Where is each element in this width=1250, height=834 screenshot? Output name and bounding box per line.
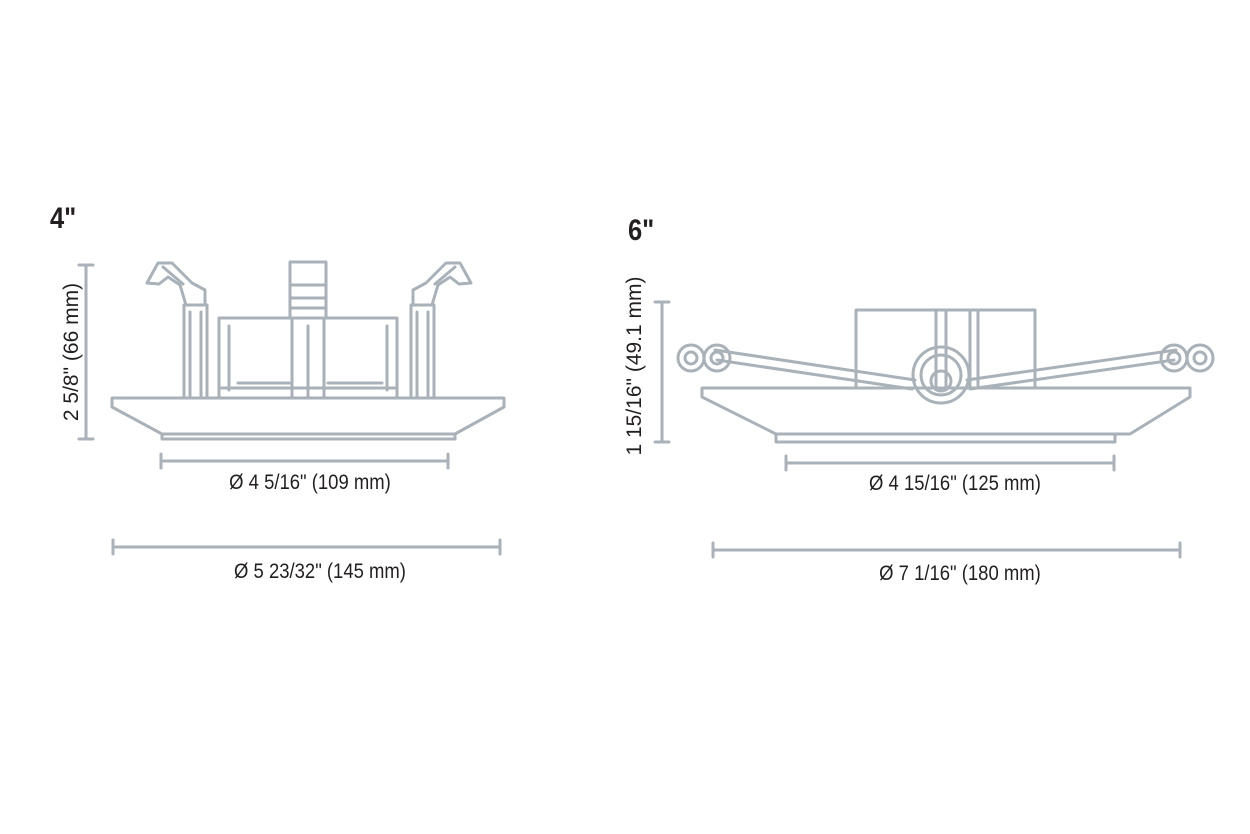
fixture-4in-title: 4"	[50, 202, 77, 235]
fixture-6in-height-label: 1 15/16" (49.1 mm)	[623, 276, 646, 456]
fixture-6in-dimensions	[653, 300, 1182, 559]
fixture-4in-outer-diameter-label: Ø 5 23/32" (145 mm)	[234, 560, 406, 583]
fixture-4in-drawing	[110, 260, 506, 441]
fixture-6in-drawing	[676, 308, 1215, 444]
fixture-4in-dimensions	[77, 263, 502, 556]
fixture-6in-outer-diameter-label: Ø 7 1/16" (180 mm)	[879, 562, 1041, 585]
fixture-4in-height-label: 2 5/8" (66 mm)	[60, 282, 83, 422]
fixture-6in-title: 6"	[628, 214, 655, 247]
fixture-6in-inner-diameter-label: Ø 4 15/16" (125 mm)	[869, 472, 1041, 495]
fixture-4in-inner-diameter-label: Ø 4 5/16" (109 mm)	[229, 471, 391, 494]
